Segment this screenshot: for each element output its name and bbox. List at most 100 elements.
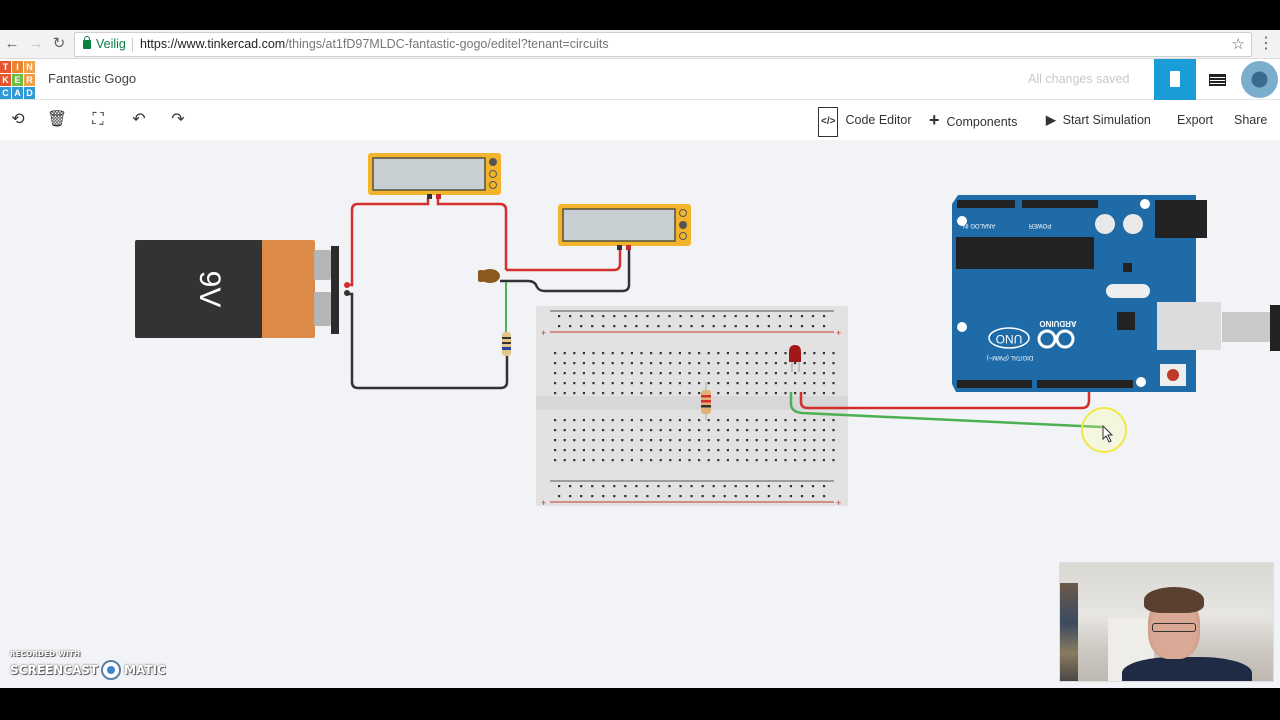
breadboard-hole[interactable] xyxy=(778,485,781,488)
breadboard-hole[interactable] xyxy=(630,352,633,355)
breadboard-hole[interactable] xyxy=(800,315,804,318)
breadboard-hole[interactable] xyxy=(613,485,616,488)
breadboard-hole[interactable] xyxy=(774,382,777,385)
breadboard-hole[interactable] xyxy=(657,325,660,328)
breadboard-hole[interactable] xyxy=(569,485,572,488)
breadboard-hole[interactable] xyxy=(717,352,720,355)
mode-a-selector[interactable] xyxy=(679,209,687,217)
breadboard-hole[interactable] xyxy=(563,439,566,442)
breadboard-hole[interactable] xyxy=(707,459,710,462)
breadboard-hole[interactable] xyxy=(635,495,638,498)
breadboard-hole[interactable] xyxy=(582,449,585,452)
breadboard-hole[interactable] xyxy=(630,362,633,365)
breadboard-hole[interactable] xyxy=(707,352,710,355)
breadboard-hole[interactable] xyxy=(554,429,557,432)
breadboard-hole[interactable] xyxy=(832,382,835,385)
breadboard-hole[interactable] xyxy=(717,362,720,365)
redo-button[interactable]: ↷ xyxy=(160,106,196,134)
breadboard-hole[interactable] xyxy=(678,392,681,395)
breadboard-hole[interactable] xyxy=(746,382,749,385)
breadboard-hole[interactable] xyxy=(592,419,595,422)
breadboard-hole[interactable] xyxy=(640,352,643,355)
breadboard-hole[interactable] xyxy=(822,495,826,498)
breadboard-hole[interactable] xyxy=(630,419,633,422)
breadboard-hole[interactable] xyxy=(822,325,826,328)
breadboard-hole[interactable] xyxy=(563,429,566,432)
breadboard-hole[interactable] xyxy=(679,485,682,488)
breadboard-hole[interactable] xyxy=(784,429,787,432)
breadboard-hole[interactable] xyxy=(778,325,781,328)
breadboard-hole[interactable] xyxy=(736,419,739,422)
breadboard-hole[interactable] xyxy=(621,439,624,442)
reset-button[interactable] xyxy=(1167,369,1179,381)
breadboard-hole[interactable] xyxy=(659,382,662,385)
breadboard-hole[interactable] xyxy=(717,372,720,375)
user-avatar[interactable] xyxy=(1241,61,1278,98)
mode-v-selector[interactable] xyxy=(489,170,497,178)
rotate-button[interactable]: ⟲ xyxy=(0,106,36,134)
breadboard-hole[interactable] xyxy=(621,382,624,385)
breadboard-hole[interactable] xyxy=(582,362,585,365)
breadboard-hole[interactable] xyxy=(789,495,793,498)
breadboard-hole[interactable] xyxy=(778,315,781,318)
breadboard-hole[interactable] xyxy=(573,372,576,375)
breadboard-hole[interactable] xyxy=(621,449,624,452)
breadboard-hole[interactable] xyxy=(669,372,672,375)
breadboard-hole[interactable] xyxy=(602,459,605,462)
breadboard-hole[interactable] xyxy=(774,392,777,395)
breadboard-hole[interactable] xyxy=(726,362,729,365)
breadboard-hole[interactable] xyxy=(573,439,576,442)
breadboard-hole[interactable] xyxy=(591,315,594,318)
breadboard-hole[interactable] xyxy=(611,362,614,365)
breadboard-hole[interactable] xyxy=(811,325,815,328)
breadboard-hole[interactable] xyxy=(698,352,701,355)
breadboard-hole[interactable] xyxy=(794,382,797,385)
wire-green[interactable] xyxy=(789,392,1103,429)
breadboard-hole[interactable] xyxy=(669,439,672,442)
breadboard-hole[interactable] xyxy=(659,362,662,365)
undo-button[interactable]: ↶ xyxy=(121,106,157,134)
resistor-1[interactable] xyxy=(502,332,511,356)
reload-button[interactable]: ↻ xyxy=(49,34,69,54)
breadboard-hole[interactable] xyxy=(803,429,806,432)
breadboard-hole[interactable] xyxy=(723,325,726,328)
breadboard-hole[interactable] xyxy=(746,419,749,422)
breadboard-hole[interactable] xyxy=(573,382,576,385)
breadboard-hole[interactable] xyxy=(602,382,605,385)
breadboard-hole[interactable] xyxy=(580,315,583,318)
breadboard-hole[interactable] xyxy=(582,382,585,385)
breadboard-hole[interactable] xyxy=(640,439,643,442)
breadboard-hole[interactable] xyxy=(640,372,643,375)
breadboard-hole[interactable] xyxy=(784,362,787,365)
breadboard-hole[interactable] xyxy=(774,419,777,422)
breadboard-hole[interactable] xyxy=(726,419,729,422)
breadboard-hole[interactable] xyxy=(592,449,595,452)
breadboard-hole[interactable] xyxy=(650,362,653,365)
breadboard-hole[interactable] xyxy=(767,485,770,488)
breadboard-hole[interactable] xyxy=(736,429,739,432)
breadboard-hole[interactable] xyxy=(794,459,797,462)
breadboard-hole[interactable] xyxy=(659,419,662,422)
breadboard-hole[interactable] xyxy=(822,429,825,432)
breadboard-hole[interactable] xyxy=(789,315,793,318)
breadboard-hole[interactable] xyxy=(668,485,671,488)
breadboard-hole[interactable] xyxy=(688,419,691,422)
breadboard-hole[interactable] xyxy=(832,392,835,395)
breadboard-hole[interactable] xyxy=(746,352,749,355)
breadboard-hole[interactable] xyxy=(794,392,797,395)
breadboard-hole[interactable] xyxy=(657,485,660,488)
breadboard-hole[interactable] xyxy=(554,419,557,422)
breadboard-hole[interactable] xyxy=(621,392,624,395)
breadboard-hole[interactable] xyxy=(745,325,748,328)
breadboard-hole[interactable] xyxy=(602,429,605,432)
breadboard-hole[interactable] xyxy=(756,495,759,498)
breadboard-hole[interactable] xyxy=(659,459,662,462)
star-icon[interactable]: ☆ xyxy=(1231,36,1245,53)
breadboard-hole[interactable] xyxy=(669,449,672,452)
breadboard-hole[interactable] xyxy=(784,419,787,422)
breadboard-hole[interactable] xyxy=(640,392,643,395)
breadboard-hole[interactable] xyxy=(621,352,624,355)
breadboard-hole[interactable] xyxy=(679,495,682,498)
breadboard-hole[interactable] xyxy=(580,485,583,488)
breadboard-hole[interactable] xyxy=(582,372,585,375)
